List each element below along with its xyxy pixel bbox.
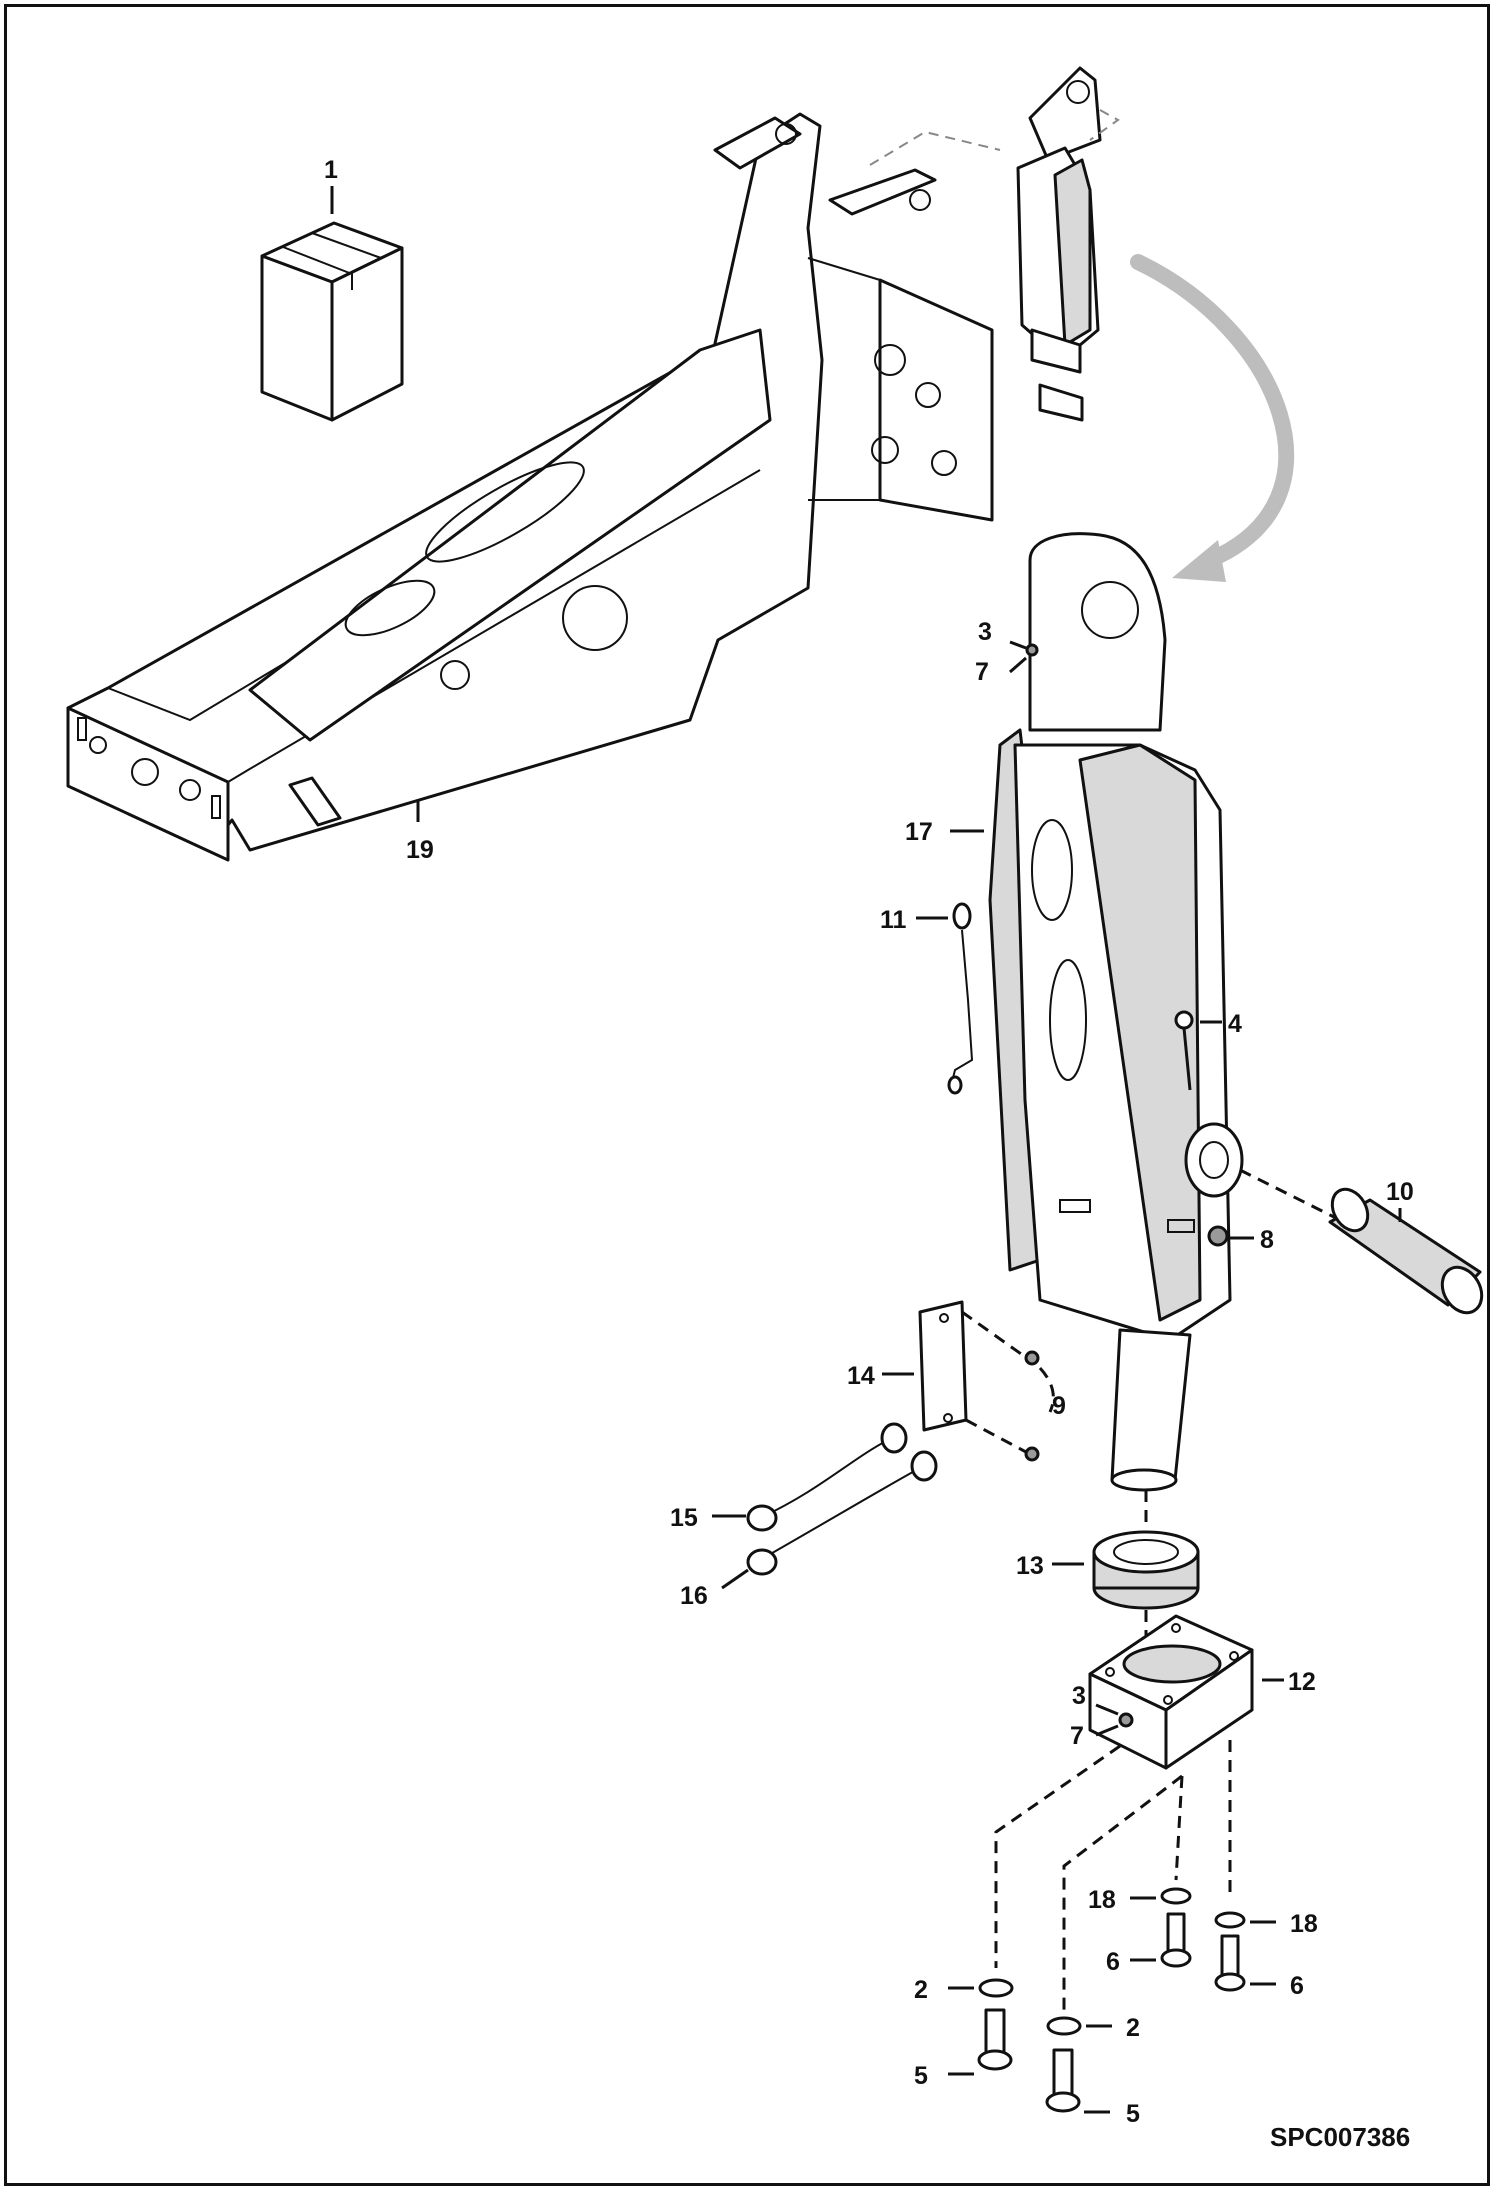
breaker-body (988, 532, 1244, 1492)
bolt-5-right: 5 (1045, 2048, 1140, 2128)
curved-arrow (1130, 254, 1295, 582)
housing-12: 12 (1088, 1610, 1316, 1770)
callout-8-label: 8 (1260, 1226, 1274, 1254)
callout-17: 17 (905, 818, 984, 846)
callout-6-left: 6 (1106, 1948, 1120, 1976)
callout-10-label: 10 (1386, 1178, 1414, 1206)
callout-3-lower: 3 (1072, 1682, 1086, 1710)
screws-9: 9 (961, 1310, 1066, 1462)
callout-5-right: 5 (1126, 2100, 1140, 2128)
grease-nipple-upper: 3 7 (975, 618, 1039, 686)
pin-10: 10 (1239, 1168, 1484, 1315)
callout-11-label: 11 (880, 906, 907, 934)
callout-15-label: 15 (670, 1504, 698, 1532)
nut-8: 8 (1207, 1225, 1274, 1254)
hose-line (947, 902, 974, 1095)
washer-2-left: 2 (914, 1976, 1014, 2004)
callout-14-label: 14 (847, 1362, 875, 1390)
callout-15: 15 (670, 1504, 746, 1532)
fastener-leaders (994, 1740, 1232, 2010)
callout-3-upper: 3 (978, 618, 992, 646)
bolt-6-left: 6 (1106, 1912, 1192, 1976)
callout-18-left: 18 (1088, 1886, 1116, 1914)
callout-17-label: 17 (905, 818, 933, 846)
hose-assembly (746, 1422, 938, 1576)
callout-12-label: 12 (1288, 1668, 1316, 1696)
callout-5-left: 5 (914, 2062, 928, 2090)
bolt-5-left: 5 (914, 2008, 1013, 2090)
callout-1: 1 (324, 156, 338, 214)
callout-4-label: 4 (1228, 1010, 1242, 1038)
callout-19: 19 (406, 800, 434, 864)
bolt-6-right: 6 (1214, 1934, 1304, 2000)
callout-6-right: 6 (1290, 1972, 1304, 2000)
callout-16-label: 16 (680, 1582, 708, 1610)
washer-2-right: 2 (1046, 2014, 1140, 2042)
callout-16: 16 (680, 1568, 749, 1610)
plate-14: 14 (847, 1300, 968, 1432)
grease-nipple-lower: 3 7 (1070, 1682, 1134, 1750)
callout-7-lower: 7 (1070, 1722, 1084, 1750)
kit-box (260, 221, 404, 422)
bolt-4: 4 (1174, 1010, 1242, 1091)
bushing-13: 13 (1016, 1490, 1200, 1610)
callout-1-label: 1 (324, 156, 338, 184)
callout-13-label: 13 (1016, 1552, 1044, 1580)
drawing-reference-code: SPC007386 (1270, 2122, 1410, 2152)
washer-18-left: 18 (1088, 1886, 1192, 1914)
callout-9-label: 9 (1052, 1392, 1066, 1420)
callout-2-left: 2 (914, 1976, 928, 2004)
callout-2-right: 2 (1126, 2014, 1140, 2042)
callout-19-label: 19 (406, 836, 434, 864)
boom-frame (66, 112, 994, 862)
washer-18-right: 18 (1214, 1910, 1318, 1938)
breaker-thumbnail (869, 66, 1120, 422)
callout-11: 11 (880, 906, 948, 934)
callout-18-right: 18 (1290, 1910, 1318, 1938)
callout-7-upper: 7 (975, 658, 989, 686)
drawing-frame (4, 4, 1490, 2186)
